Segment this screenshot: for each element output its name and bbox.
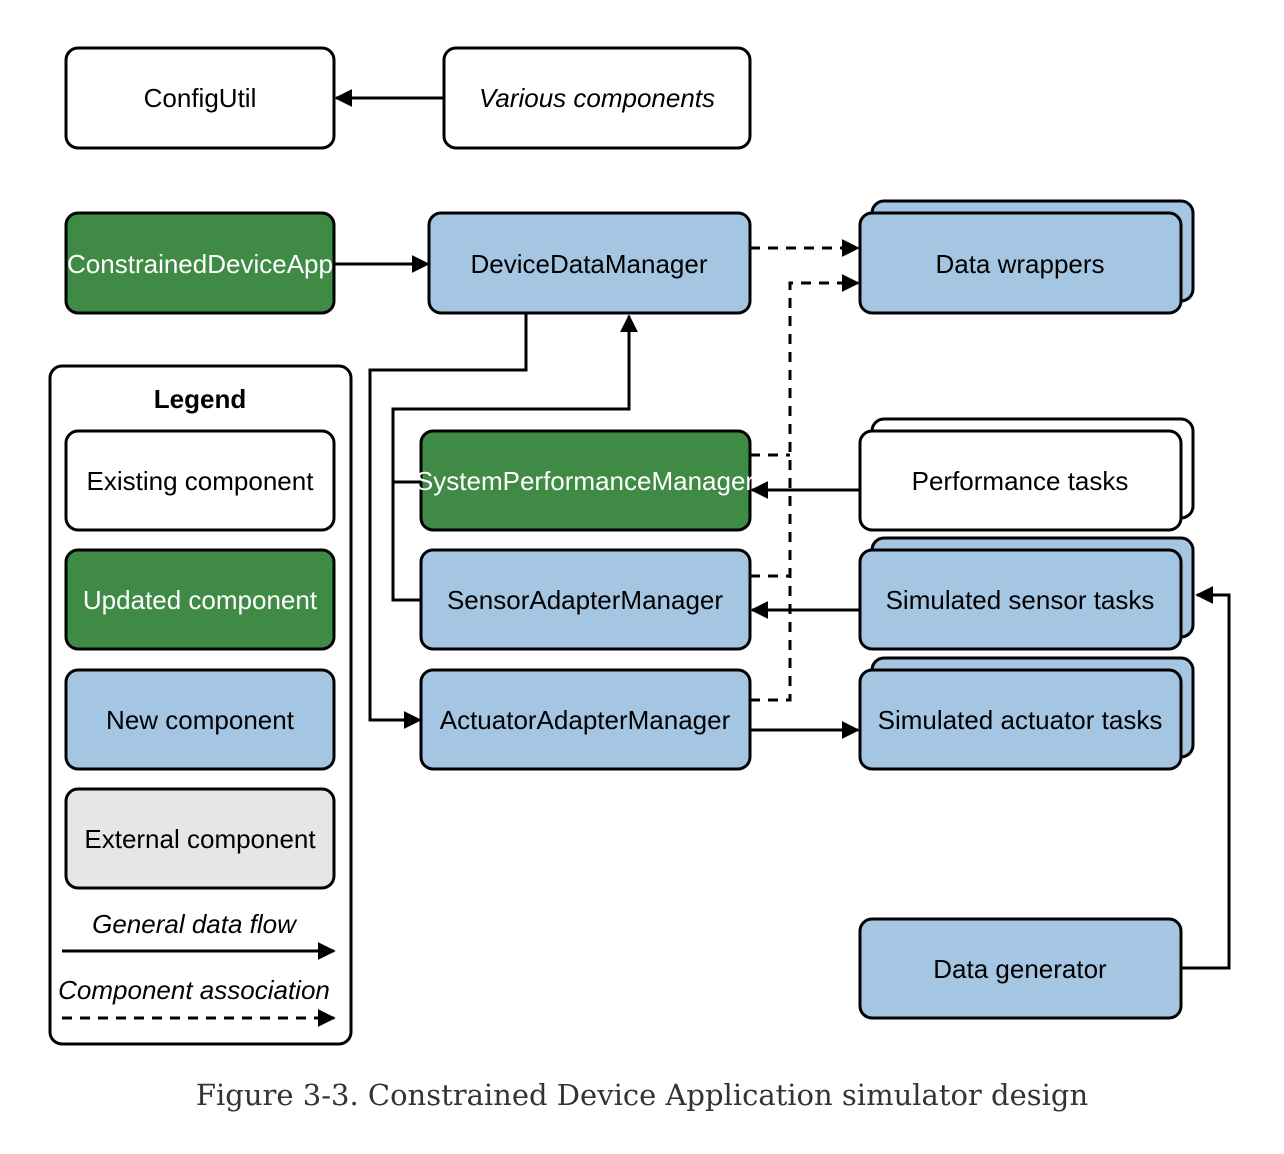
- system-performance-manager-node: SystemPerformanceManager: [416, 429, 754, 532]
- legend-title: Legend: [154, 384, 246, 414]
- association-connectors: [750, 239, 858, 702]
- arrow-datagen-to-sensortasks: [1182, 586, 1231, 970]
- actuator-adapter-manager-node: ActuatorAdapterManager: [419, 668, 752, 771]
- actuator-adapter-manager-label: ActuatorAdapterManager: [440, 705, 731, 735]
- simulated-actuator-tasks-label: Simulated actuator tasks: [878, 705, 1163, 735]
- architecture-diagram: ConfigUtil Various components Constraine…: [48, 46, 1231, 1046]
- system-performance-manager-label: SystemPerformanceManager: [416, 466, 754, 496]
- configutil-node: ConfigUtil: [64, 46, 336, 150]
- sensor-adapter-manager-node: SensorAdapterManager: [419, 548, 752, 651]
- data-wrappers-label: Data wrappers: [935, 249, 1104, 279]
- figure-caption: Figure 3-3. Constrained Device Applicati…: [195, 1078, 1089, 1112]
- legend-association-label: Component association: [58, 975, 330, 1005]
- legend-new: New component: [64, 668, 336, 771]
- connectors: [334, 89, 1231, 970]
- performance-tasks-node: Performance tasks: [858, 417, 1195, 532]
- legend-data-flow-label: General data flow: [92, 909, 298, 939]
- legend-external-label: External component: [84, 824, 316, 854]
- legend-external: External component: [64, 787, 336, 890]
- simulated-sensor-tasks-label: Simulated sensor tasks: [886, 585, 1155, 615]
- legend-new-label: New component: [106, 705, 295, 735]
- configutil-label: ConfigUtil: [144, 83, 257, 113]
- constrained-device-app-node: ConstrainedDeviceApp: [64, 211, 336, 315]
- various-components-label: Various components: [479, 83, 715, 113]
- legend-existing: Existing component: [64, 429, 336, 532]
- data-generator-label: Data generator: [933, 954, 1107, 984]
- dashed-managers-to-datawrappers: [750, 283, 858, 702]
- legend-updated: Updated component: [64, 548, 336, 651]
- simulated-actuator-tasks-node: Simulated actuator tasks: [858, 656, 1195, 771]
- line-devicedatamanager-to-actuator: [368, 313, 528, 729]
- data-generator-node: Data generator: [858, 917, 1183, 1020]
- constrained-device-app-label: ConstrainedDeviceApp: [67, 249, 333, 279]
- data-wrappers-node: Data wrappers: [858, 199, 1195, 315]
- various-components-node: Various components: [442, 46, 752, 150]
- sensor-adapter-manager-label: SensorAdapterManager: [447, 585, 723, 615]
- simulated-sensor-tasks-node: Simulated sensor tasks: [858, 536, 1195, 651]
- legend-updated-label: Updated component: [83, 585, 318, 615]
- arrow-managers-to-devicedatamanager: [391, 316, 629, 602]
- performance-tasks-label: Performance tasks: [912, 466, 1129, 496]
- legend-existing-label: Existing component: [87, 466, 315, 496]
- device-data-manager-node: DeviceDataManager: [427, 211, 752, 315]
- legend: Legend Existing component Updated compon…: [48, 364, 353, 1046]
- device-data-manager-label: DeviceDataManager: [470, 249, 707, 279]
